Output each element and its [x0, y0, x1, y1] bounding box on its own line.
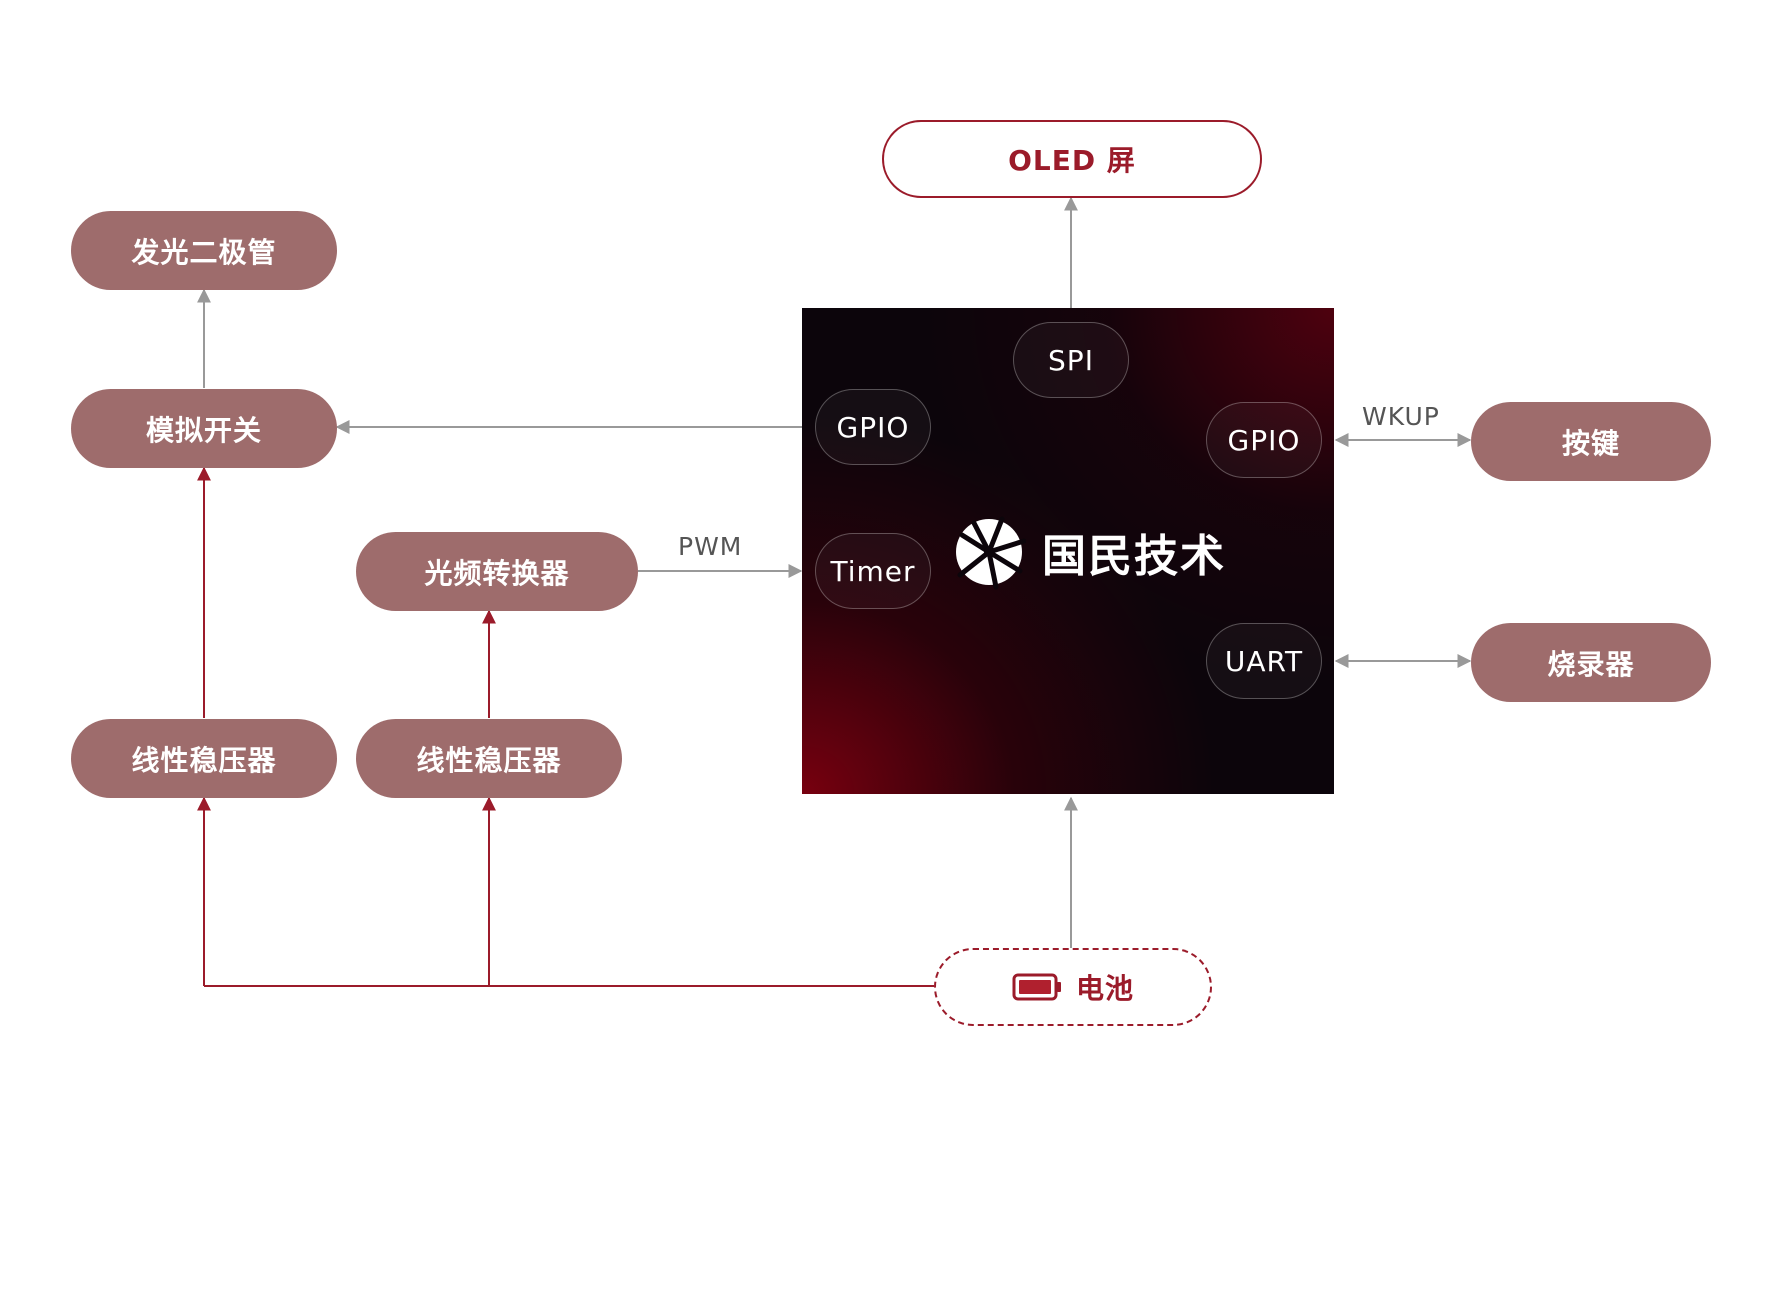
oled-node: OLED 屏: [882, 120, 1262, 198]
light-freq-converter-node: 光频转换器: [356, 532, 638, 611]
analog-switch-label: 模拟开关: [145, 413, 262, 447]
battery-icon: [1012, 973, 1061, 1001]
chip-brand: 国民技术: [952, 512, 1226, 592]
button-node: 按键: [1471, 402, 1711, 481]
programmer-label: 烧录器: [1547, 647, 1635, 681]
port-uart: UART: [1206, 623, 1322, 699]
programmer-node: 烧录器: [1471, 623, 1711, 702]
port-timer: Timer: [815, 533, 931, 609]
port-gpio-left: GPIO: [815, 389, 931, 465]
port-spi: SPI: [1013, 322, 1129, 398]
port-gpio-right: GPIO: [1206, 402, 1322, 478]
button-label: 按键: [1561, 426, 1620, 460]
pwm-label: PWM: [678, 532, 743, 561]
regulator-label-2: 线性稳压器: [416, 743, 562, 777]
light-freq-converter-label: 光频转换器: [424, 556, 570, 590]
analog-switch-node: 模拟开关: [71, 389, 337, 468]
regulator-label-1: 线性稳压器: [131, 743, 277, 777]
nations-logo-icon: [956, 516, 1026, 590]
regulator-node-2: 线性稳压器: [356, 719, 622, 798]
led-label: 发光二极管: [131, 235, 277, 269]
led-node: 发光二极管: [71, 211, 337, 290]
wkup-label: WKUP: [1362, 402, 1440, 431]
regulator-node-1: 线性稳压器: [71, 719, 337, 798]
battery-node: 电池: [934, 948, 1212, 1026]
mcu-chip: [802, 308, 1334, 794]
oled-label: OLED 屏: [1008, 144, 1136, 177]
battery-label: 电池: [1075, 972, 1134, 1005]
brand-name: 国民技术: [1042, 531, 1226, 582]
